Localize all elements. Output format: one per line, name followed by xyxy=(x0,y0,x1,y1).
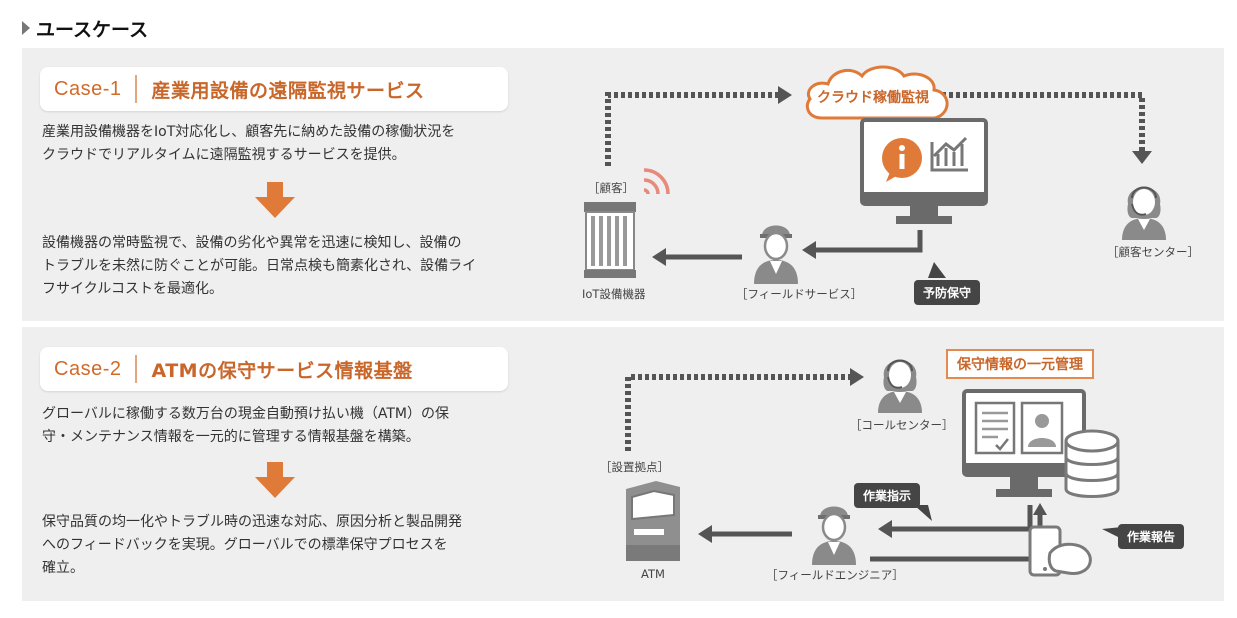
down-arrow-icon xyxy=(255,462,295,498)
triangle-bullet-icon xyxy=(22,21,30,35)
case2-diagram: 保守情報の一元管理 ［コールセンター］ xyxy=(552,327,1224,601)
work-report-tag: 作業報告 xyxy=(1118,524,1185,549)
wireless-signal-icon xyxy=(643,168,670,195)
callout-pointer-icon xyxy=(1102,527,1122,539)
field-engineer-icon xyxy=(812,506,856,565)
case2-desc2-line2: へのフィードバックを実現。グローバルでの標準保守プロセスを xyxy=(42,537,448,553)
case1-desc2-line2: トラブルを未然に防ぐことが可能。日常点検も簡素化され、設備ライ xyxy=(42,258,477,274)
case1-header: Case-1 産業用設備の遠隔監視サービス xyxy=(40,67,508,111)
field-engineer-label: ［フィールドエンジニア］ xyxy=(766,568,904,582)
case1-label: Case-1 xyxy=(40,75,138,103)
case2-header: Case-2 ATMの保守サービス情報基盤 xyxy=(40,347,508,391)
operator-headset-icon xyxy=(878,359,922,413)
operator-headset-icon xyxy=(1122,186,1166,240)
dotted-flow-lines xyxy=(605,86,1152,266)
customer-label: ［顧客］ xyxy=(588,181,634,195)
down-arrow-icon xyxy=(255,182,295,218)
callout-pointer-icon xyxy=(914,505,932,521)
case1-description-1: 産業用設備機器をIoT対応化し、顧客先に納めた設備の稼働状況を クラウドでリアル… xyxy=(42,121,522,167)
iot-device-icon xyxy=(584,202,636,278)
case2-title: ATMの保守サービス情報基盤 xyxy=(151,359,413,382)
case2-panel: Case-2 ATMの保守サービス情報基盤 グローバルに稼働する数万台の現金自動… xyxy=(22,327,1224,601)
work-order-tag: 作業指示 xyxy=(854,483,921,508)
case1-panel: Case-1 産業用設備の遠隔監視サービス 産業用設備機器をIoT対応化し、顧客… xyxy=(22,48,1224,321)
case2-description-2: 保守品質の均一化やトラブル時の迅速な対応、原因分析と製品開発 へのフィードバック… xyxy=(42,511,522,580)
installation-site-label: ［設置拠点］ xyxy=(600,460,669,474)
case1-desc1-line1: 産業用設備機器をIoT対応化し、顧客先に納めた設備の稼働状況を xyxy=(42,124,456,140)
atm-icon xyxy=(626,481,680,561)
field-service-label: ［フィールドサービス］ xyxy=(736,287,863,301)
atm-label: ATM xyxy=(641,567,665,581)
case1-desc1-line2: クラウドでリアルタイムに遠隔監視するサービスを提供。 xyxy=(42,147,406,163)
callout-pointer-icon xyxy=(928,262,946,278)
case2-desc1-line2: 守・メンテナンス情報を一元的に管理する情報基盤を構築。 xyxy=(42,429,420,445)
database-icon xyxy=(1064,429,1120,498)
case2-desc2-line1: 保守品質の均一化やトラブル時の迅速な対応、原因分析と製品開発 xyxy=(42,514,462,530)
case1-title: 産業用設備の遠隔監視サービス xyxy=(151,79,425,102)
call-center-label: ［コールセンター］ xyxy=(850,418,954,432)
case1-desc2-line3: フサイクルコストを最適化。 xyxy=(42,281,224,297)
section-title-text: ユースケース xyxy=(36,18,149,41)
field-service-person-icon xyxy=(754,225,798,284)
case1-description-2: 設備機器の常時監視で、設備の劣化や異常を迅速に検知し、設備の トラブルを未然に防… xyxy=(42,232,522,301)
iot-device-label: IoT設備機器 xyxy=(582,287,646,301)
case1-desc2-line1: 設備機器の常時監視で、設備の劣化や異常を迅速に検知し、設備の xyxy=(42,235,462,251)
monitor-icon xyxy=(962,389,1086,497)
case1-diagram: クラウド稼働監視 ［顧客］ xyxy=(552,48,1224,321)
unified-management-box: 保守情報の一元管理 xyxy=(946,349,1094,379)
case2-desc1-line1: グローバルに稼働する数万台の現金自動預け払い機（ATM）の保 xyxy=(42,406,449,422)
tablet-icon xyxy=(1028,525,1092,577)
case2-desc2-line3: 確立。 xyxy=(42,560,84,576)
customer-center-label: ［顧客センター］ xyxy=(1107,245,1199,259)
cloud-monitoring-label: クラウド稼働監視 xyxy=(817,90,929,106)
preventive-maintenance-tag: 予防保守 xyxy=(914,280,981,305)
cloud-icon xyxy=(805,65,949,120)
monitor-icon xyxy=(860,118,988,224)
case2-description-1: グローバルに稼働する数万台の現金自動預け払い機（ATM）の保 守・メンテナンス情… xyxy=(42,403,522,449)
case2-label: Case-2 xyxy=(40,355,138,383)
section-title: ユースケース xyxy=(22,14,148,42)
